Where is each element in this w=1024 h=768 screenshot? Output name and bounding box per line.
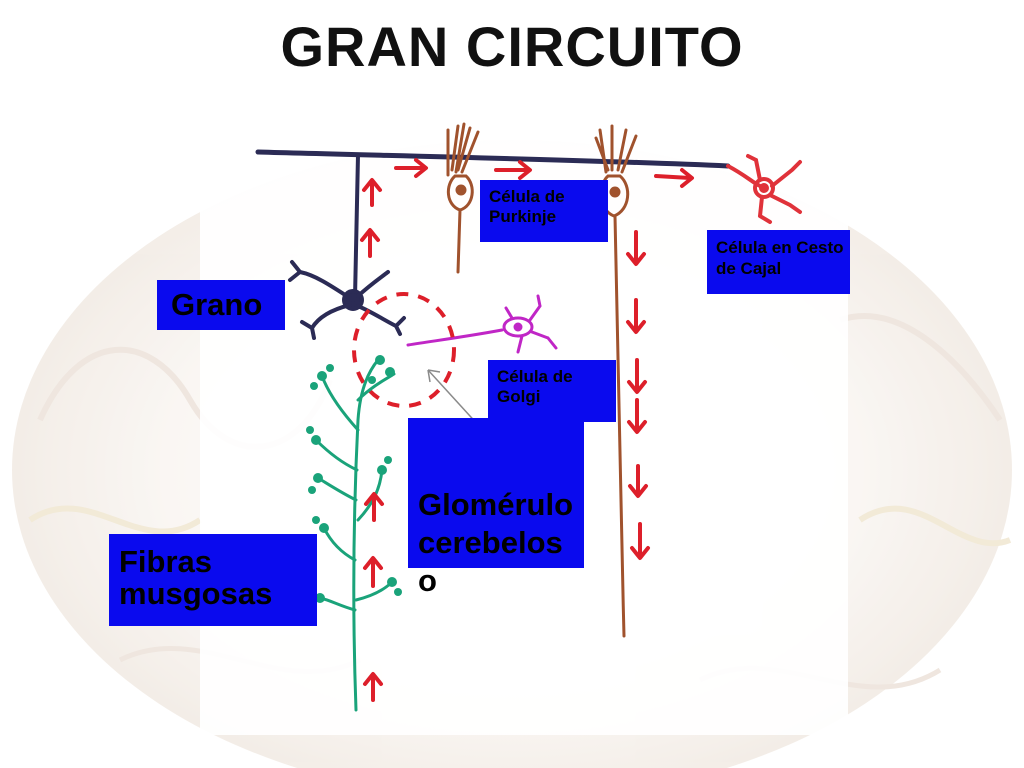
label-grano: Grano (157, 280, 285, 330)
down-arrow-icon (626, 230, 646, 266)
up-arrow-icon (364, 492, 384, 522)
right-arrow-icon (494, 160, 532, 180)
basket-cell (726, 154, 802, 224)
down-arrow-icon (628, 464, 648, 498)
label-mossy-fibers: Fibras musgosas (109, 534, 317, 626)
glomerulus-boundary (352, 292, 456, 408)
label-glomerulus: Glomérulo cerebeloso (408, 418, 584, 598)
up-arrow-icon (363, 556, 383, 588)
purkinje-cell-1 (446, 122, 480, 274)
down-arrow-icon (627, 358, 647, 394)
signal-arrows (360, 158, 694, 702)
granule-cell (288, 153, 406, 340)
label-grano-text: Grano (171, 287, 263, 322)
golgi-cell (406, 294, 558, 354)
up-arrow-icon (360, 228, 380, 258)
up-arrow-icon (362, 178, 382, 207)
label-basket-cell: Célula en Cesto de Cajal (707, 230, 850, 294)
down-arrow-icon (626, 298, 646, 334)
label-golgi-text: Célula de Golgi (497, 367, 573, 406)
right-arrow-icon (394, 158, 428, 178)
label-purkinje-cell: Célula de Purkinje (480, 180, 608, 242)
page-title: GRAN CIRCUITO (280, 15, 744, 78)
up-arrow-icon (363, 672, 383, 702)
label-purkinje-text: Célula de Purkinje (489, 187, 565, 226)
parallel-fiber (255, 149, 731, 169)
label-golgi-cell: Célula de Golgi (488, 360, 616, 422)
down-arrow-icon (630, 522, 650, 560)
right-arrow-icon (654, 168, 694, 188)
mossy-fiber-rosettes (306, 355, 402, 603)
label-basket-text: Célula en Cesto de Cajal (716, 238, 844, 278)
label-glomerulus-text: Glomérulo cerebeloso (418, 487, 574, 598)
label-mossy-text: Fibras musgosas (119, 544, 273, 611)
down-arrow-icon (627, 398, 647, 434)
